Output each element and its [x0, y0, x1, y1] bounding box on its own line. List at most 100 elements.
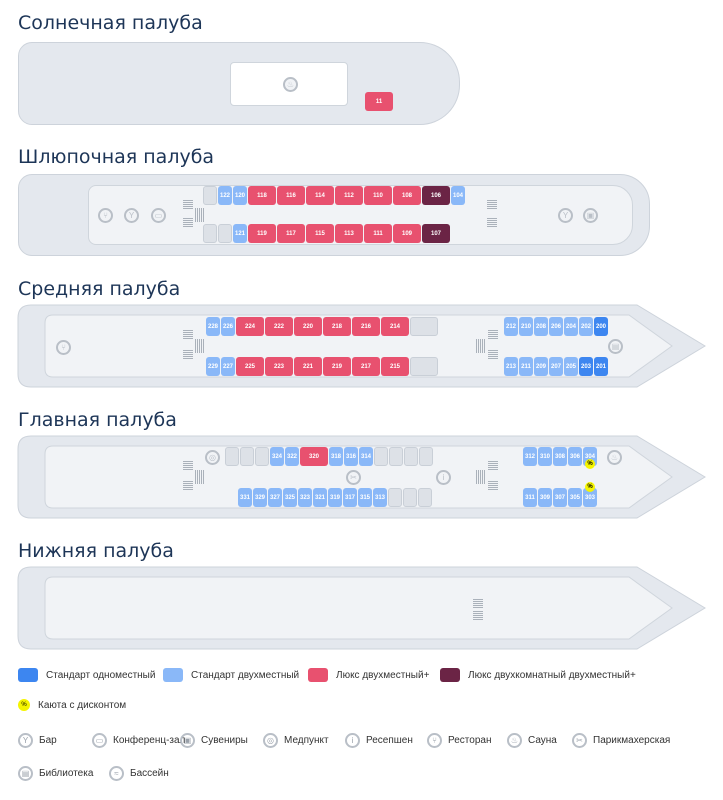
cabin-225[interactable]: 225 — [236, 357, 264, 376]
cabin-217[interactable]: 217 — [352, 357, 380, 376]
cabin-118[interactable]: 118 — [248, 186, 276, 205]
cabin-219[interactable]: 219 — [323, 357, 351, 376]
cabin-316[interactable]: 316 — [344, 447, 358, 466]
cabin-229[interactable]: 229 — [206, 357, 220, 376]
cabin-11[interactable]: 11 — [365, 92, 393, 111]
cabin-309[interactable]: 309 — [538, 488, 552, 507]
library-icon[interactable]: ▤ — [608, 339, 623, 354]
cabin-108[interactable]: 108 — [393, 186, 421, 205]
cabin-331[interactable]: 331 — [238, 488, 252, 507]
cabin-220[interactable]: 220 — [294, 317, 322, 336]
cabin-224[interactable]: 224 — [236, 317, 264, 336]
legend-souvenir: ▣Сувениры — [180, 733, 248, 748]
cabin-121[interactable]: 121 — [233, 224, 247, 243]
cabin-120[interactable]: 120 — [233, 186, 247, 205]
cabin-310[interactable]: 310 — [538, 447, 552, 466]
cabin-213[interactable]: 213 — [504, 357, 518, 376]
cabin-214[interactable]: 214 — [381, 317, 409, 336]
cabin-119[interactable]: 119 — [248, 224, 276, 243]
cabin-327[interactable]: 327 — [268, 488, 282, 507]
bar-icon[interactable]: Y — [558, 208, 573, 223]
cabin-206[interactable]: 206 — [549, 317, 563, 336]
cabin-323[interactable]: 323 — [298, 488, 312, 507]
stairs-icon — [488, 461, 498, 470]
conference-icon[interactable]: ▭ — [151, 208, 166, 223]
cabin-205[interactable]: 205 — [564, 357, 578, 376]
cabin-314[interactable]: 314 — [359, 447, 373, 466]
cabin-307[interactable]: 307 — [553, 488, 567, 507]
cabin-315[interactable]: 315 — [358, 488, 372, 507]
cabin-317[interactable]: 317 — [343, 488, 357, 507]
cabin-113[interactable]: 113 — [335, 224, 363, 243]
legend-label: Конференц-зал — [113, 735, 186, 746]
legend-lux: Люкс двухместный+ — [308, 668, 429, 682]
cabin-110[interactable]: 110 — [364, 186, 392, 205]
sauna-icon[interactable]: ♨ — [283, 77, 298, 92]
unavailable-cabin — [255, 447, 269, 466]
cabin-112[interactable]: 112 — [335, 186, 363, 205]
cabin-221[interactable]: 221 — [294, 357, 322, 376]
stairs-icon — [487, 218, 497, 227]
cabin-306[interactable]: 306 — [568, 447, 582, 466]
cabin-208[interactable]: 208 — [534, 317, 548, 336]
reception-icon[interactable]: i — [436, 470, 451, 485]
cabin-211[interactable]: 211 — [519, 357, 533, 376]
cabin-117[interactable]: 117 — [277, 224, 305, 243]
swatch — [18, 668, 38, 682]
cabin-329[interactable]: 329 — [253, 488, 267, 507]
cabin-324[interactable]: 324 — [270, 447, 284, 466]
cabin-116[interactable]: 116 — [277, 186, 305, 205]
cabin-319[interactable]: 319 — [328, 488, 342, 507]
stairs-icon — [195, 470, 204, 484]
cabin-216[interactable]: 216 — [352, 317, 380, 336]
cabin-203[interactable]: 203 — [579, 357, 593, 376]
cabin-115[interactable]: 115 — [306, 224, 334, 243]
bar-icon[interactable]: Y — [124, 208, 139, 223]
cabin-305[interactable]: 305 — [568, 488, 582, 507]
cabin-223[interactable]: 223 — [265, 357, 293, 376]
cabin-207[interactable]: 207 — [549, 357, 563, 376]
cabin-321[interactable]: 321 — [313, 488, 327, 507]
restaurant-icon[interactable]: ⑂ — [56, 340, 71, 355]
cabin-212[interactable]: 212 — [504, 317, 518, 336]
deck-title-middle: Средняя палуба — [18, 278, 181, 300]
cabin-114[interactable]: 114 — [306, 186, 334, 205]
cabin-106[interactable]: 106 — [422, 186, 450, 205]
cabin-226[interactable]: 226 — [221, 317, 235, 336]
cabin-322[interactable]: 322 — [285, 447, 299, 466]
cabin-209[interactable]: 209 — [534, 357, 548, 376]
cabin-222[interactable]: 222 — [265, 317, 293, 336]
cabin-325[interactable]: 325 — [283, 488, 297, 507]
cabin-200[interactable]: 200 — [594, 317, 608, 336]
unavailable-cabin — [410, 357, 438, 376]
cabin-204[interactable]: 204 — [564, 317, 578, 336]
cabin-303[interactable]: 303% — [583, 482, 597, 507]
cabin-304[interactable]: 304% — [583, 447, 597, 469]
cabin-107[interactable]: 107 — [422, 224, 450, 243]
cabin-308[interactable]: 308 — [553, 447, 567, 466]
cabin-104[interactable]: 104 — [451, 186, 465, 205]
cabin-320[interactable]: 320 — [300, 447, 328, 466]
cabin-109[interactable]: 109 — [393, 224, 421, 243]
cabin-313[interactable]: 313 — [373, 488, 387, 507]
sauna-icon[interactable]: ♨ — [607, 450, 622, 465]
cabin-228[interactable]: 228 — [206, 317, 220, 336]
legend-label: Стандарт одноместный — [46, 669, 156, 681]
medical-icon[interactable]: ◎ — [205, 450, 220, 465]
cabin-215[interactable]: 215 — [381, 357, 409, 376]
restaurant-icon[interactable]: ⑂ — [98, 208, 113, 223]
cabin-218[interactable]: 218 — [323, 317, 351, 336]
cabin-318[interactable]: 318 — [329, 447, 343, 466]
cabin-227[interactable]: 227 — [221, 357, 235, 376]
cabin-201[interactable]: 201 — [594, 357, 608, 376]
cabin-312[interactable]: 312 — [523, 447, 537, 466]
barber-icon[interactable]: ✂ — [346, 470, 361, 485]
souvenir-icon[interactable]: ▣ — [583, 208, 598, 223]
cabin-210[interactable]: 210 — [519, 317, 533, 336]
cabin-111[interactable]: 111 — [364, 224, 392, 243]
unavailable-cabin — [404, 447, 418, 466]
cabin-122[interactable]: 122 — [218, 186, 232, 205]
cabin-311[interactable]: 311 — [523, 488, 537, 507]
cabin-202[interactable]: 202 — [579, 317, 593, 336]
